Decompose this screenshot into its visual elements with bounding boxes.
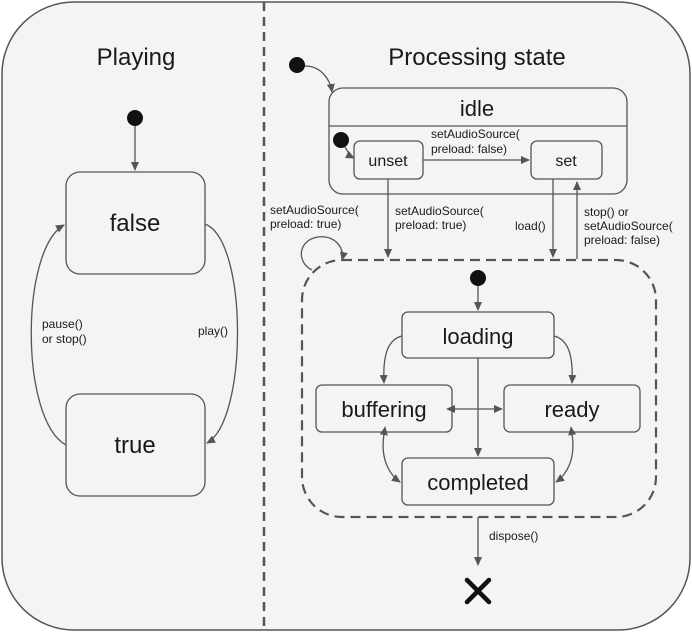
active-region — [300, 258, 658, 519]
label-pause-line1: pause() — [42, 317, 83, 331]
active-initial-icon — [470, 270, 486, 286]
label-pause-line2: or stop() — [42, 332, 87, 346]
label-stop-line3: preload: false) — [584, 233, 660, 247]
edge-play — [204, 223, 239, 444]
label-self-loop-line2: preload: true) — [270, 217, 341, 231]
label-unset-down-line1: setAudioSource( — [395, 204, 484, 218]
edge-loading-ready — [553, 335, 577, 384]
idle-initial-edge — [344, 146, 355, 159]
idle-initial-icon — [333, 132, 349, 148]
state-completed[interactable]: completed — [401, 457, 555, 506]
edge-buffering-completed — [379, 426, 401, 483]
state-true[interactable]: true — [65, 393, 206, 497]
label-stop-line2: setAudioSource( — [584, 219, 673, 233]
state-buffering-label: buffering — [341, 397, 426, 422]
state-set[interactable]: set — [530, 140, 603, 180]
playing-title: Playing — [97, 44, 176, 71]
edge-pause-stop — [30, 224, 67, 446]
state-loading[interactable]: loading — [401, 311, 555, 359]
edge-loading-buffering — [379, 335, 403, 384]
state-set-label: set — [555, 153, 577, 170]
label-stop-line1: stop() or — [584, 205, 629, 219]
state-true-label: true — [114, 432, 155, 459]
processing-initial-icon — [289, 57, 305, 73]
x-mark-icon — [464, 577, 492, 605]
state-false[interactable]: false — [65, 171, 206, 275]
edge-self-loop — [300, 236, 348, 271]
state-buffering[interactable]: buffering — [315, 384, 453, 433]
edge-ready-completed — [555, 426, 577, 483]
processing-initial-edge — [304, 65, 335, 93]
state-ready[interactable]: ready — [503, 384, 641, 433]
label-unset-set-line2: preload: false) — [431, 142, 507, 156]
processing-title: Processing state — [388, 44, 565, 71]
state-loading-label: loading — [443, 324, 514, 349]
state-unset[interactable]: unset — [353, 140, 424, 180]
state-completed-label: completed — [427, 470, 529, 495]
state-unset-label: unset — [368, 153, 408, 170]
label-load: load() — [515, 219, 546, 233]
state-ready-label: ready — [544, 397, 599, 422]
label-self-loop-line1: setAudioSource( — [270, 203, 359, 217]
playing-initial-icon — [127, 110, 143, 126]
label-unset-set-line1: setAudioSource( — [431, 127, 520, 141]
state-false-label: false — [110, 210, 161, 237]
label-unset-down-line2: preload: true) — [395, 218, 466, 232]
label-play: play() — [198, 324, 228, 338]
state-idle-label: idle — [460, 96, 494, 121]
label-dispose: dispose() — [489, 529, 538, 543]
